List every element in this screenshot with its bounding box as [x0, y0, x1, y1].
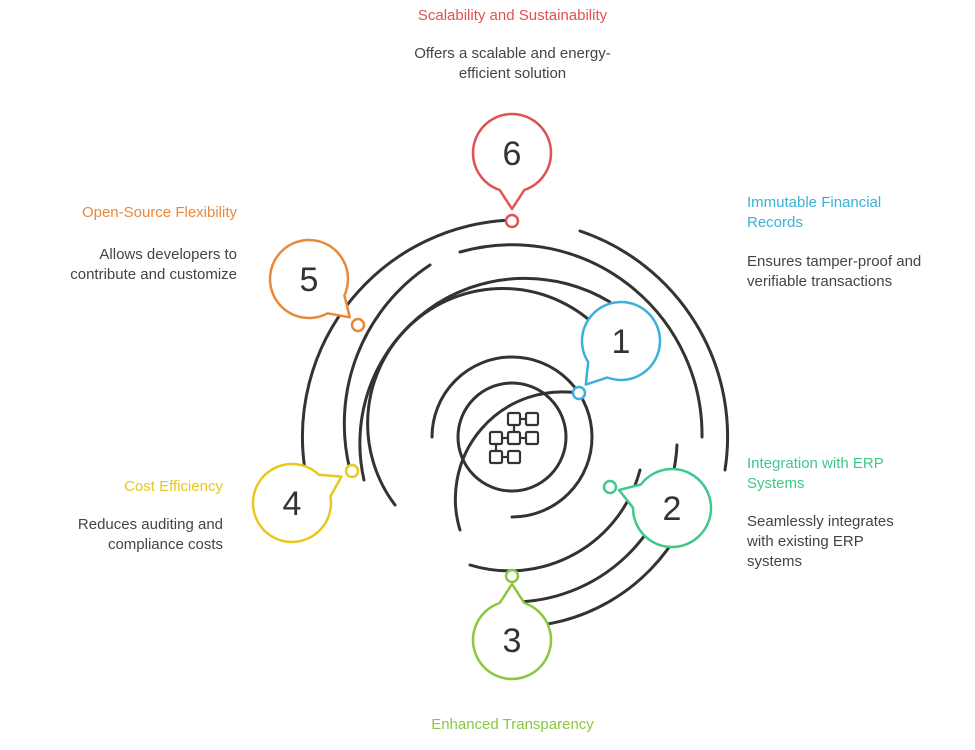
step-5-description: Allows developers to contribute and cust… — [70, 246, 237, 283]
ring-3a — [366, 287, 602, 507]
step-3-title: Enhanced Transparency — [431, 716, 594, 733]
step-4-title: Cost Efficiency — [124, 478, 223, 495]
ring-5b — [458, 243, 704, 439]
ring-5a — [342, 263, 432, 472]
step-4-dot — [344, 463, 360, 479]
step-1-bubble — [580, 300, 662, 386]
step-4-description: Reduces auditing and compliance costs — [77, 516, 223, 553]
step-6-pin: 6 — [471, 112, 553, 229]
step-6-dot — [504, 213, 520, 229]
step-1-number: 1 — [612, 323, 631, 361]
step-2-number: 2 — [663, 490, 682, 528]
step-1-title: Immutable Financial Records — [747, 194, 882, 231]
step-3-pin: 3 — [471, 568, 553, 681]
ring-6a — [300, 218, 514, 472]
step-5-dot — [350, 317, 366, 333]
step-2-title: Integration with ERP Systems — [747, 455, 884, 492]
step-5-number: 5 — [300, 261, 319, 299]
step-1-pin: 1 — [571, 300, 662, 401]
step-3-dot — [504, 568, 520, 584]
ring-1 — [430, 355, 594, 519]
step-4-number: 4 — [283, 485, 302, 523]
step-6-number: 6 — [503, 135, 522, 173]
ring-6b — [578, 229, 730, 472]
step-2-dot — [602, 479, 618, 495]
ring-4a — [358, 276, 612, 482]
step-1-dot — [571, 385, 587, 401]
ring-2 — [453, 390, 580, 532]
blockchain-blocks-icon — [488, 411, 540, 465]
step-5-pin: 5 — [268, 238, 366, 333]
step-6-description: Offers a scalable and energy-efficient s… — [414, 45, 611, 82]
step-4-pin: 4 — [251, 462, 360, 544]
step-2-pin: 2 — [602, 467, 713, 549]
step-4-bubble — [251, 462, 343, 544]
step-5-title: Open-Source Flexibility — [81, 204, 237, 221]
step-5-bubble — [268, 238, 352, 320]
step-3-number: 3 — [503, 622, 522, 660]
step-2-bubble — [617, 467, 713, 549]
step-6-title: Scalability and Sustainability — [417, 7, 608, 24]
step-6-bubble — [471, 112, 553, 211]
step-2-description: Seamlessly integrates with existing ERP … — [747, 513, 894, 570]
step-3-bubble — [471, 582, 553, 681]
step-1-description: Ensures tamper-proof and verifiable tran… — [747, 253, 922, 290]
center-ring — [456, 381, 568, 493]
